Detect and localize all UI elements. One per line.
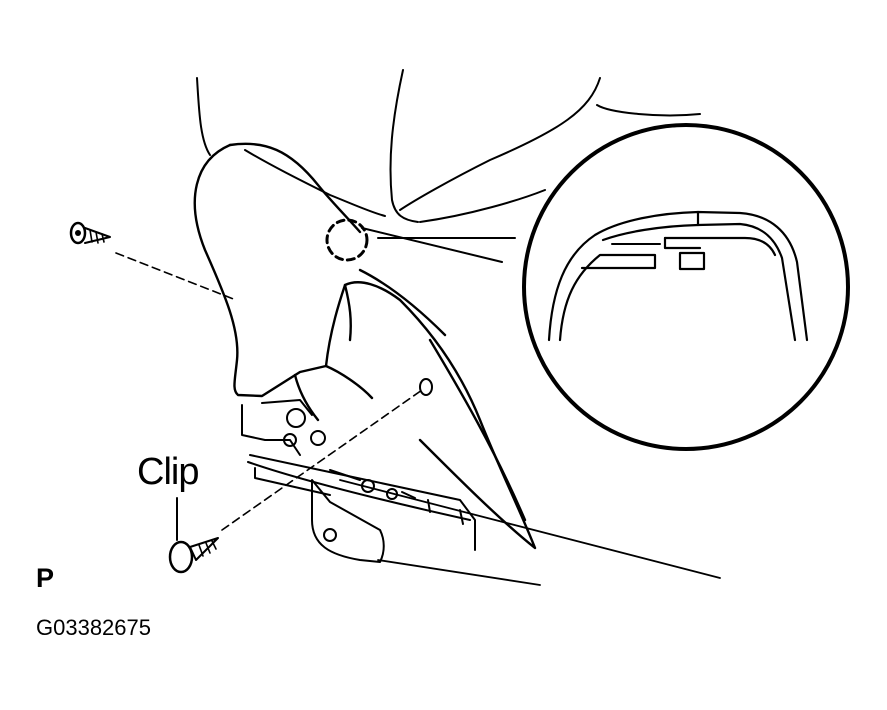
clip-install-line	[221, 389, 423, 531]
figure-code: G03382675	[36, 615, 151, 640]
seat-rail-bracket	[241, 399, 476, 551]
screw-install-line	[115, 252, 237, 301]
seat-back-outline	[196, 69, 701, 223]
screw-icon	[69, 221, 111, 245]
magnified-detail-circle	[522, 123, 850, 451]
floor-lines	[339, 479, 721, 586]
view-label: P	[36, 563, 55, 593]
detail-leader-lines	[361, 227, 516, 263]
lower-bracket-plate	[311, 479, 385, 563]
detail-marker-circle	[325, 218, 369, 262]
clip-label: Clip	[137, 451, 199, 493]
clip-hole	[419, 378, 433, 396]
side-cover-panel	[193, 142, 537, 550]
clip-icon	[168, 537, 219, 574]
